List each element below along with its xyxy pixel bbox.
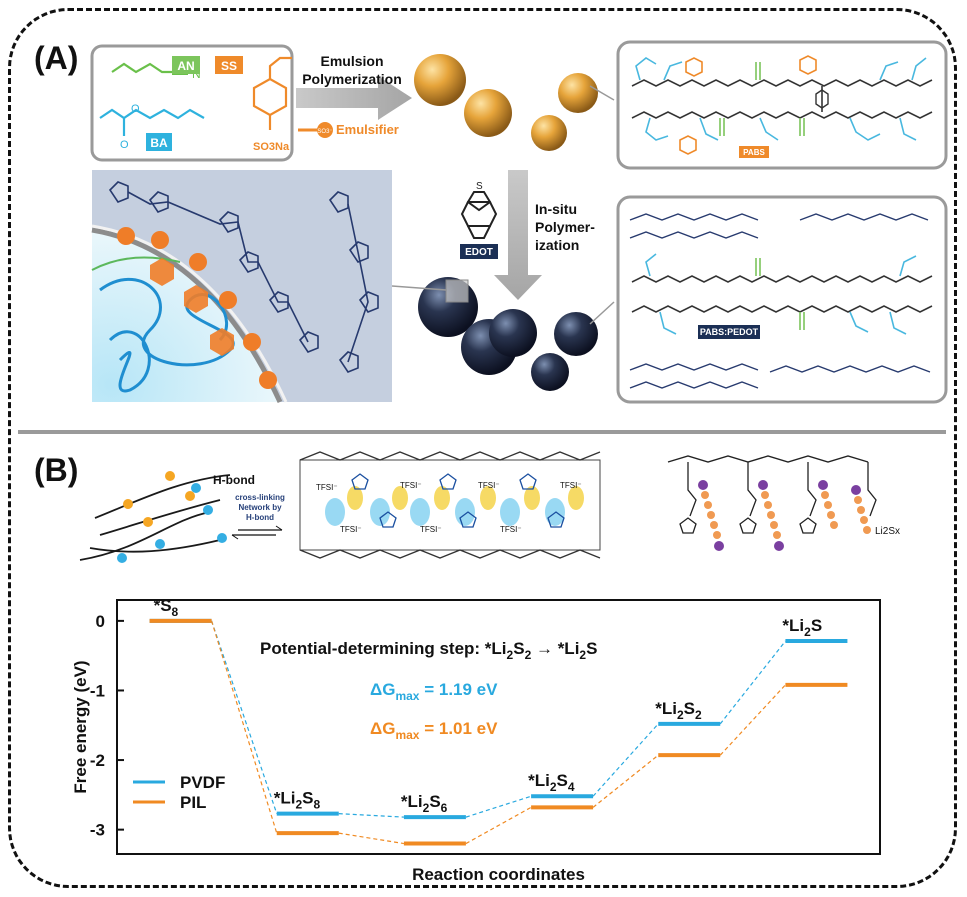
latex-particle — [558, 73, 598, 113]
y-tick-label: -2 — [90, 751, 105, 770]
latex-particle — [464, 89, 512, 137]
svg-text:TFSI⁻: TFSI⁻ — [420, 525, 442, 534]
step2-label-1: In-situ — [535, 201, 577, 217]
polymer-backbone — [631, 79, 933, 87]
connector-pvdf — [211, 620, 278, 814]
polymer-backbone — [631, 305, 933, 313]
an-sidechains — [719, 62, 805, 136]
pabs-pedot-label: PABS:PEDOT — [700, 327, 759, 337]
an-label: AN — [177, 59, 194, 73]
step2-label-2: Polymer- — [535, 219, 595, 235]
svg-text:S: S — [476, 181, 483, 192]
panel-a-illustration: N AN SS SO3Na O O BA SO3⁻ Emulsifier Emu… — [90, 40, 948, 404]
pedot-particle — [554, 312, 598, 356]
connector-pil — [338, 832, 405, 845]
emulsifier-label: Emulsifier — [336, 122, 399, 137]
ba-tag — [146, 133, 172, 151]
arrow-emulsion — [296, 76, 412, 120]
legend-label-pil: PIL — [180, 793, 206, 812]
species-label: *S8 — [154, 596, 179, 619]
y-tick-label: 0 — [96, 612, 105, 631]
polymer-backbone — [631, 275, 933, 283]
dashed-frame — [8, 8, 957, 888]
panel-a-label: (A) — [34, 40, 79, 76]
pabs-tag — [739, 146, 769, 158]
svg-text:H-bond: H-bond — [246, 513, 274, 522]
ss-tag — [215, 56, 243, 74]
svg-text:TFSI⁻: TFSI⁻ — [560, 481, 582, 490]
y-tick-label: -1 — [90, 681, 105, 700]
x-axis-label: Reaction coordinates — [412, 865, 585, 884]
edot-label: EDOT — [465, 247, 493, 258]
species-label: *Li2S8 — [274, 789, 321, 812]
svg-text:O: O — [120, 139, 129, 151]
svg-text:TFSI⁻: TFSI⁻ — [400, 481, 422, 490]
connector-pvdf — [592, 723, 659, 797]
connector-pil — [211, 620, 278, 834]
pil-li2sx-structure: Li2Sx — [667, 455, 900, 551]
polymer-network-sketch — [79, 474, 231, 561]
dg-pvdf-annotation: ΔGmax = 1.19 eV — [370, 680, 498, 703]
latex-particle — [414, 54, 466, 106]
pedot-particle — [489, 309, 537, 357]
pabs-label: PABS — [743, 148, 765, 157]
svg-text:TFSI⁻: TFSI⁻ — [316, 483, 338, 492]
species-label: *Li2S — [782, 616, 822, 639]
hbond-label: H-bond — [213, 473, 255, 487]
species-label: *Li2S2 — [655, 699, 702, 722]
pil-crosslink-network: TFSI⁻ TFSI⁻ TFSI⁻ TFSI⁻ TFSI⁻ TFSI⁻ TFSI… — [299, 451, 601, 559]
species-label: *Li2S4 — [528, 771, 575, 794]
ba-sidechains — [635, 57, 927, 141]
panel-b-label: (B) — [34, 452, 79, 488]
monomer-box — [90, 44, 294, 162]
svg-text:TFSI⁻: TFSI⁻ — [340, 525, 362, 534]
connector-pvdf — [719, 640, 786, 725]
dg-pil-annotation: ΔGmax = 1.01 eV — [370, 719, 498, 742]
svg-text:O: O — [131, 103, 140, 115]
connector-pil — [719, 684, 786, 756]
y-tick-label: -3 — [90, 821, 105, 840]
svg-text:cross-linking: cross-linking — [235, 493, 285, 502]
pedot-chains — [629, 213, 931, 389]
step1-label-1: Emulsion — [320, 53, 383, 69]
panel-b-schematic: H-bond cross-linking Network by H-bond T… — [79, 451, 900, 563]
pds-annotation: Potential-determining step: *Li2S2 → *Li… — [260, 639, 597, 662]
li2sx-label: Li2Sx — [875, 526, 900, 537]
an-tag — [172, 56, 200, 74]
particle-zoom-panel — [91, 170, 447, 404]
an-molecule — [111, 62, 172, 74]
connector-pil — [465, 806, 532, 845]
pabs-pedot-structure-box — [616, 195, 948, 404]
ss-label: SS — [221, 59, 237, 73]
species-label: *Li2S6 — [401, 792, 448, 815]
pedot-particle — [531, 353, 569, 391]
step2-label-3: ization — [535, 237, 579, 253]
ba-molecule — [99, 108, 205, 120]
arrow-insitu — [494, 170, 542, 300]
pabs-structure-box — [616, 40, 948, 170]
ss-sidechains — [679, 55, 817, 155]
pabs-pedot-tag — [698, 325, 760, 339]
connector-pvdf — [465, 795, 532, 818]
free-energy-chart: 0 -1 -2 -3 Free energy (eV) Reaction coordina… — [71, 596, 881, 884]
connector-pvdf — [338, 813, 404, 818]
so3na-label: SO3Na — [253, 141, 290, 153]
connector-pil — [592, 754, 659, 808]
legend-label-pvdf: PVDF — [180, 773, 225, 792]
y-axis-label: Free energy (eV) — [71, 660, 90, 793]
latex-particle — [531, 115, 567, 151]
edot-molecule — [460, 191, 498, 239]
svg-text:Network by: Network by — [238, 503, 282, 512]
edot-tag — [460, 244, 498, 259]
plot-area — [116, 599, 881, 855]
emulsifier-icon — [317, 122, 333, 138]
svg-text:TFSI⁻: TFSI⁻ — [500, 525, 522, 534]
polymer-backbone — [631, 111, 933, 119]
svg-text:TFSI⁻: TFSI⁻ — [478, 481, 500, 490]
panel-divider — [18, 430, 946, 434]
step1-label-2: Polymerization — [302, 71, 402, 87]
svg-text:SO3⁻: SO3⁻ — [317, 129, 332, 135]
ba-label: BA — [150, 136, 168, 150]
